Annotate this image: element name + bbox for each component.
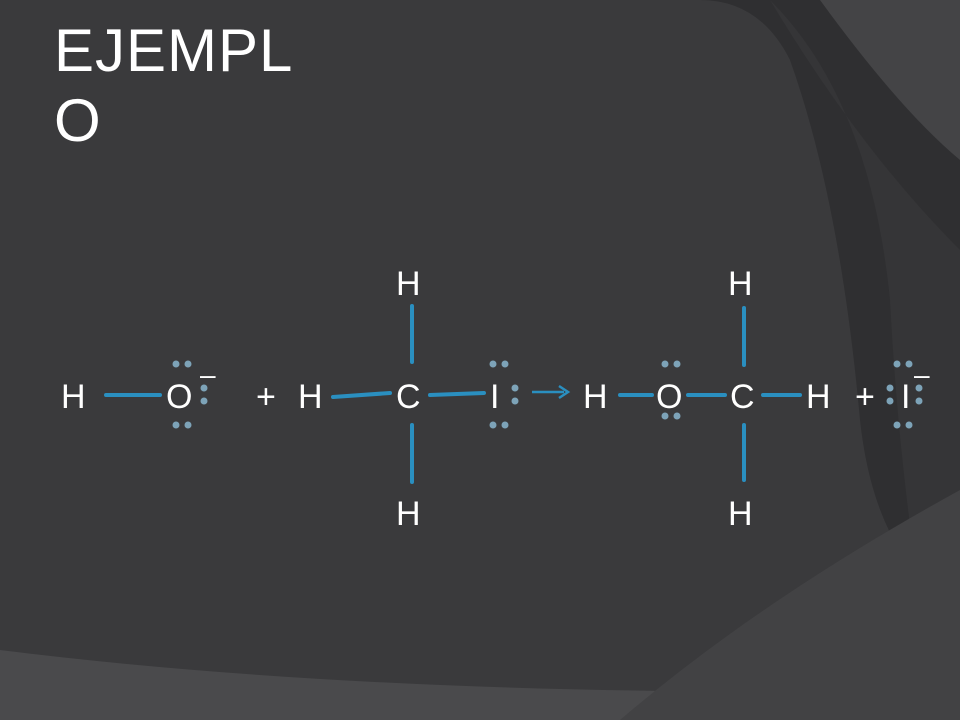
reaction-arrow-head [558, 384, 571, 400]
lone-pair-dot [184, 360, 192, 368]
atom-c-ch3i: C [396, 378, 421, 416]
lone-pair-dot [184, 421, 192, 429]
lone-pair-dot [886, 384, 894, 392]
background-swoosh-top [820, 0, 960, 160]
atom-o-methanol: O [656, 378, 682, 416]
bond-h-c-ch3i [331, 391, 392, 399]
atom-i-iodide: I [901, 378, 910, 416]
reaction-arrow [532, 384, 571, 400]
slide-title-line-1: EJEMPL [54, 17, 294, 84]
atom-h-ch3i-left: H [298, 378, 323, 416]
atom-h-methanol-top: H [728, 265, 753, 303]
charge-iodide: – [914, 359, 930, 390]
atom-h-ch3i-top: H [396, 265, 421, 303]
atom-h-ch3i-bottom: H [396, 495, 421, 533]
lone-pair-dot [511, 384, 519, 392]
slide-title-line-2: O [54, 87, 102, 154]
plus-sign-1: + [256, 378, 276, 416]
lone-pair-dot [501, 360, 509, 368]
lone-pair-dot [501, 421, 509, 429]
lone-pair-dot [661, 412, 669, 420]
atom-i-ch3i: I [490, 378, 499, 416]
charge-hydroxide: – [200, 359, 216, 390]
atom-h-hydroxide: H [61, 378, 86, 416]
lone-pair-dot [905, 360, 913, 368]
atom-h-methanol: H [583, 378, 608, 416]
lone-pair-dot [511, 397, 519, 405]
atom-c-methanol: C [730, 378, 755, 416]
lone-pair-dot [489, 421, 497, 429]
lone-pair-dot [915, 397, 923, 405]
slide-title: EJEMPL O [54, 16, 314, 156]
lone-pair-dot [893, 421, 901, 429]
lone-pair-dot [172, 421, 180, 429]
lone-pair-dot [200, 384, 208, 392]
lone-pair-dot [893, 360, 901, 368]
lone-pair-dot [915, 384, 923, 392]
lone-pair-dot [673, 412, 681, 420]
atom-h-methanol-bottom: H [728, 495, 753, 533]
lone-pair-dot [200, 397, 208, 405]
lone-pair-dot [172, 360, 180, 368]
lone-pair-dot [905, 421, 913, 429]
plus-sign-2: + [855, 378, 875, 416]
atom-h-methanol-right: H [806, 378, 831, 416]
lone-pair-dot [661, 360, 669, 368]
bond-c-i-ch3i [428, 391, 486, 397]
lone-pair-dot [489, 360, 497, 368]
atom-o-hydroxide: O [166, 378, 192, 416]
lone-pair-dot [673, 360, 681, 368]
lone-pair-dot [886, 397, 894, 405]
background-swoosh-corner [620, 490, 960, 720]
